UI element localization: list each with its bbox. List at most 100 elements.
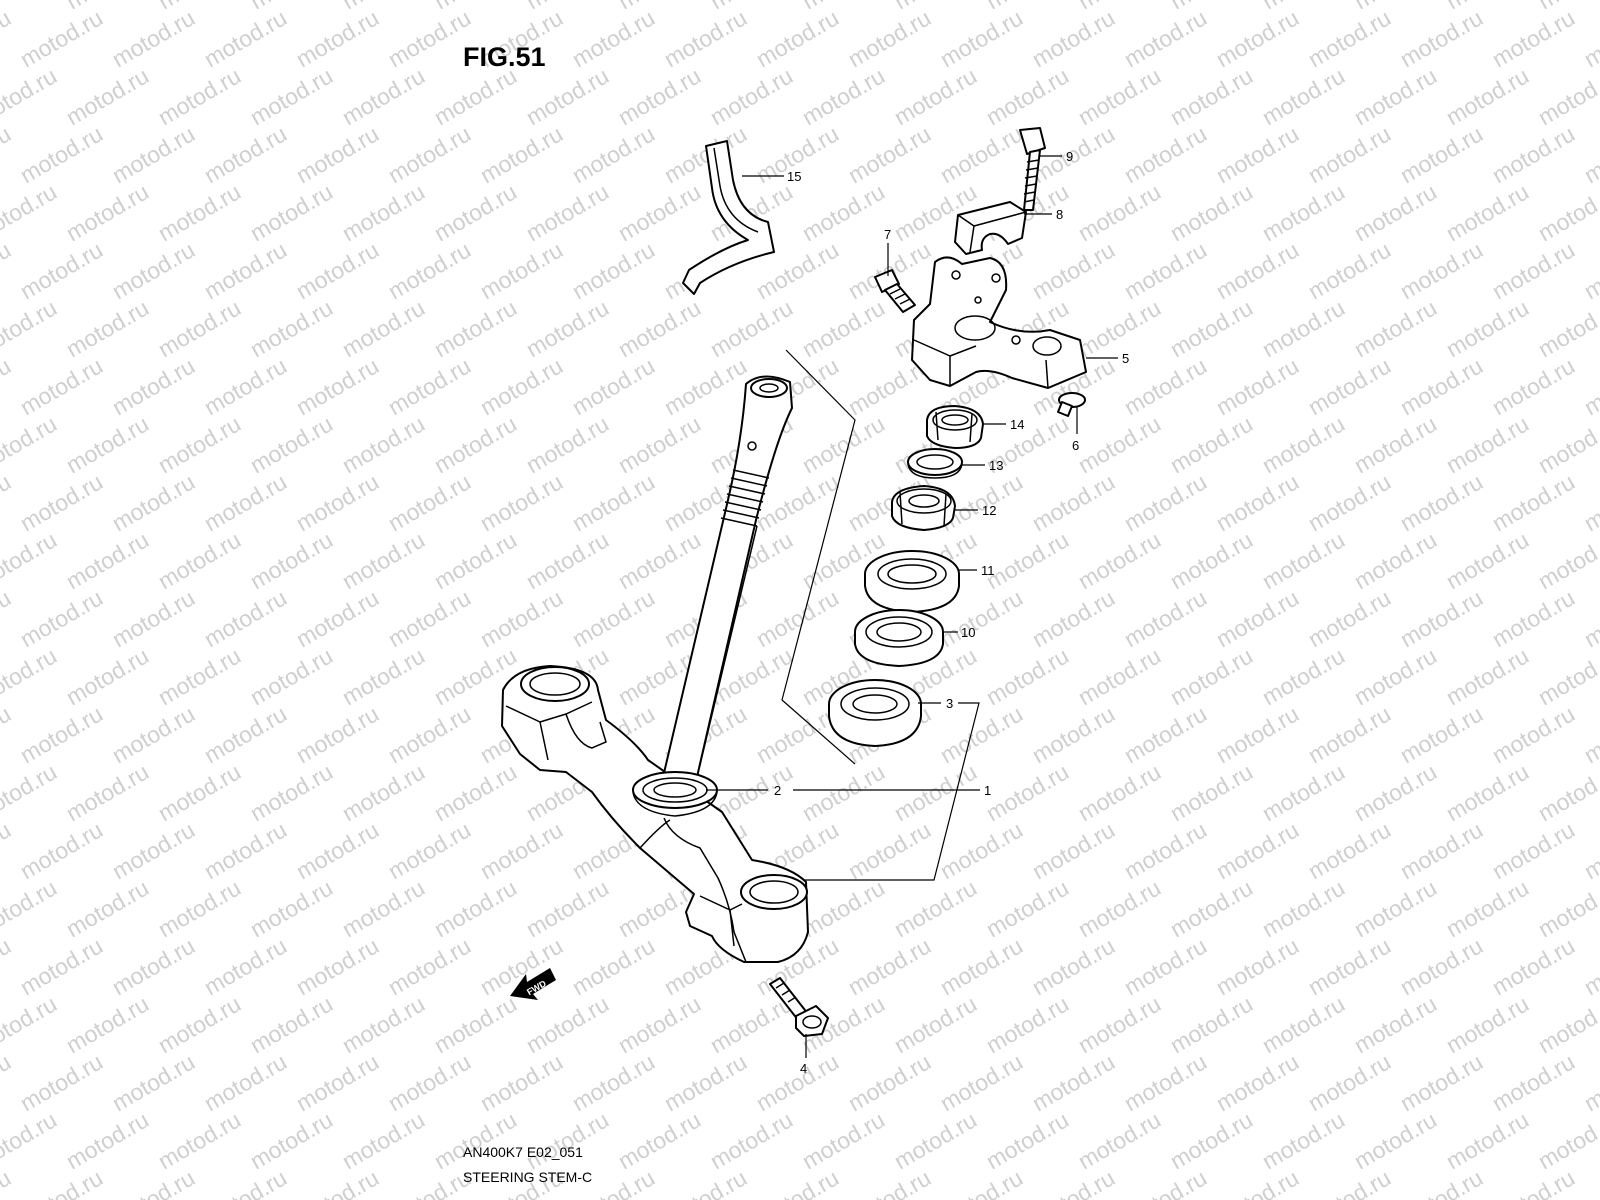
watermark-text: motod.ru [16,700,108,768]
watermark-text: motod.ru [16,584,108,652]
watermark-text: motod.ru [154,410,246,478]
watermark-text: motod.ru [982,874,1074,942]
watermark-text: motod.ru [1442,526,1534,594]
callout-6: 6 [1072,438,1079,453]
watermark-text: motod.ru [1258,1106,1350,1174]
watermark-text: motod.ru [1120,1164,1212,1200]
watermark-text: motod.ru [1488,236,1580,304]
watermark-text: motod.ru [1534,1106,1600,1174]
part-10-bearing[interactable] [854,609,944,667]
watermark-text: motod.ru [1534,874,1600,942]
watermark-text: motod.ru [200,352,292,420]
watermark-text: motod.ru [844,120,936,188]
watermark-text: motod.ru [200,584,292,652]
part-6-screw[interactable] [1057,392,1086,417]
watermark-text: motod.ru [62,410,154,478]
watermark-text: motod.ru [522,874,614,942]
watermark-text: motod.ru [16,236,108,304]
section-name: STEERING STEM-C [463,1169,592,1185]
watermark-text: motod.ru [0,990,61,1058]
watermark-text: motod.ru [1350,62,1442,130]
watermark-text: motod.ru [936,120,1028,188]
watermark-text: motod.ru [706,1106,798,1174]
watermark-text: motod.ru [1396,236,1488,304]
watermark-text: motod.ru [1074,410,1166,478]
watermark-text: motod.ru [292,352,384,420]
watermark-text: motod.ru [1212,816,1304,884]
watermark-text: motod.ru [890,990,982,1058]
watermark-text: motod.ru [154,1106,246,1174]
watermark-text: motod.ru [200,4,292,72]
watermark-text: motod.ru [1212,120,1304,188]
watermark-text: motod.ru [1442,410,1534,478]
watermark-text: motod.ru [108,120,200,188]
part-4-bolt[interactable] [769,977,829,1037]
watermark-text: motod.ru [430,178,522,246]
watermark-text: motod.ru [430,874,522,942]
part-3-bearing[interactable] [828,679,922,747]
watermark-text: motod.ru [1304,352,1396,420]
watermark-text: motod.ru [0,758,61,826]
watermark-text: motod.ru [1488,120,1580,188]
watermark-text: motod.ru [798,874,890,942]
watermark-text: motod.ru [246,642,338,710]
figure-title: FIG.51 [463,42,546,72]
watermark-text: motod.ru [338,642,430,710]
watermark-text: motod.ru [1304,584,1396,652]
watermark-text: motod.ru [1166,642,1258,710]
part-5-upper-bracket[interactable] [911,256,1087,389]
watermark-text: motod.ru [1350,294,1442,362]
watermark-text: motod.ru [1580,4,1600,72]
watermark-text: motod.ru [982,758,1074,826]
watermark-text: motod.ru [62,642,154,710]
part-7-bolt[interactable] [874,269,916,313]
watermark-text: motod.ru [568,236,660,304]
watermark-text: motod.ru [1166,410,1258,478]
watermark-text: motod.ru [1442,62,1534,130]
watermark-text: motod.ru [1258,990,1350,1058]
watermark-text: motod.ru [706,0,798,14]
watermark-text: motod.ru [844,1164,936,1200]
watermark-text: motod.ru [982,990,1074,1058]
watermark-text: motod.ru [1258,874,1350,942]
watermark-text: motod.ru [62,178,154,246]
part-9-bolt[interactable] [1019,127,1046,211]
watermark-text: motod.ru [1304,816,1396,884]
watermark-text: motod.ru [0,816,15,884]
part-15-hose[interactable] [682,140,775,295]
watermark-text: motod.ru [844,932,936,1000]
watermark-text: motod.ru [16,1164,108,1200]
watermark-text: motod.ru [1580,120,1600,188]
watermark-text: motod.ru [844,4,936,72]
watermark-text: motod.ru [1396,4,1488,72]
part-11-dust-seal[interactable] [864,550,960,613]
watermark-text: motod.ru [108,816,200,884]
watermark-text: motod.ru [844,1048,936,1116]
watermark-text: motod.ru [982,62,1074,130]
part-14-lock-nut[interactable] [926,405,984,449]
watermark-text: motod.ru [568,120,660,188]
watermark-text: motod.ru [1442,874,1534,942]
watermark-text: motod.ru [522,0,614,14]
watermark-text: motod.ru [798,178,890,246]
watermark-text: motod.ru [0,178,61,246]
watermark-text: motod.ru [200,932,292,1000]
part-8-clamp[interactable] [954,201,1027,255]
watermark-text: motod.ru [798,294,890,362]
watermark-text: motod.ru [798,1106,890,1174]
callout-5: 5 [1122,351,1129,366]
watermark-text: motod.ru [0,1164,15,1200]
leader-lines [706,155,1118,1058]
watermark-text: motod.ru [1258,526,1350,594]
watermark-text: motod.ru [0,1106,61,1174]
part-1-steering-stem[interactable] [501,375,809,963]
part-13-washer[interactable] [907,448,963,479]
watermark-text: motod.ru [798,0,890,14]
watermark-text: motod.ru [1396,468,1488,536]
part-12-nut[interactable] [891,485,956,531]
watermark-text: motod.ru [1120,120,1212,188]
watermark-text: motod.ru [1396,352,1488,420]
watermark-text: motod.ru [384,816,476,884]
watermark-text: motod.ru [1166,1106,1258,1174]
